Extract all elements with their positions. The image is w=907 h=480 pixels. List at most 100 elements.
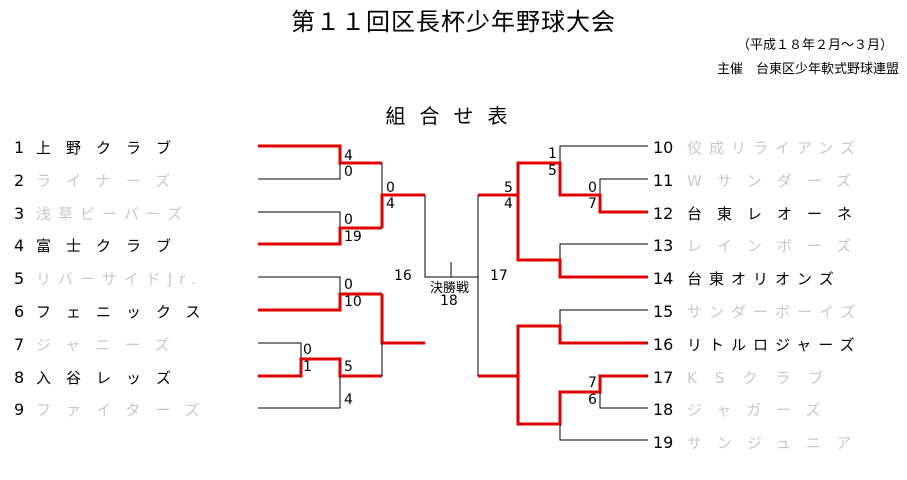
team-number: 12 (653, 204, 674, 223)
tournament-period: （平成１８年２月～３月） (736, 38, 893, 53)
team-name: 台東レオーネ (687, 205, 868, 223)
team-name: レインボーズ (687, 237, 867, 255)
team-name: リトルロジャーズ (687, 336, 862, 354)
line-left-final (424, 195, 478, 278)
line-13 (559, 243, 648, 260)
score-sfa-bot: 4 (386, 196, 395, 212)
right-team-18: 18 ジャガーズ (653, 399, 836, 420)
line-8-to-m78 (258, 357, 382, 378)
team-name: ジャニーズ (36, 336, 185, 354)
team-name: 浅草ビーバーズ (36, 205, 190, 223)
right-team-17: 17 KSクラブ (653, 367, 841, 388)
team-number: 11 (653, 171, 674, 190)
team-name: Wサンダーズ (687, 172, 867, 190)
line-12 (478, 161, 648, 214)
score-17v18-top: 7 (588, 375, 597, 391)
score-1v2-top: 4 (344, 148, 353, 164)
score-3v4-bot: 19 (344, 229, 362, 245)
line-5-to-m56 (258, 276, 341, 294)
team-number: 14 (653, 269, 674, 288)
final-label: 決勝戦 (430, 281, 470, 296)
score-right-final: 17 (490, 268, 508, 284)
line-2-to-m12 (258, 163, 341, 180)
line-6-to-m56 (258, 292, 382, 312)
score-7v8-top: 0 (303, 342, 312, 358)
team-number: 8 (14, 368, 25, 387)
line-15 (559, 309, 648, 326)
left-team-8: 8 入谷レッズ (14, 367, 186, 388)
team-number: 10 (653, 138, 674, 157)
right-bracket-lines (477, 145, 648, 441)
right-team-13: 13 レインボーズ (653, 235, 866, 256)
left-team-7: 7 ジャニーズ (14, 334, 185, 355)
team-number: 19 (653, 433, 674, 452)
line-3-to-m34 (258, 211, 341, 228)
score-left-final: 16 (394, 268, 412, 284)
line-16 (478, 324, 648, 378)
line-1-to-m12 (258, 144, 382, 165)
team-name: KSクラブ (687, 369, 842, 387)
left-team-2: 2 ライナーズ (14, 170, 185, 191)
team-name: ライナーズ (36, 172, 185, 190)
left-team-3: 3 浅草ビーバーズ (14, 203, 189, 224)
score-5v6-top: 0 (344, 277, 353, 293)
team-name: ジャガーズ (687, 401, 836, 419)
right-team-15: 15 サンダーボーイズ (653, 301, 863, 322)
page-title: 第１１回区長杯少年野球大会 (291, 8, 616, 36)
team-number: 5 (14, 269, 25, 288)
score-sfr-bot: 4 (504, 196, 513, 212)
organizer: 主催 台東区少年軟式野球連盟 (716, 62, 899, 77)
team-number: 9 (14, 400, 25, 419)
team-number: 15 (653, 302, 674, 321)
bracket-subtitle: 組合せ表 (385, 104, 522, 128)
team-name: フェニックス (36, 303, 216, 321)
score-10-bot: 5 (548, 163, 557, 179)
line-9-to-m89 (258, 376, 341, 409)
team-name: 台東オリオンズ (687, 270, 841, 288)
team-number: 13 (653, 236, 674, 255)
team-number: 18 (653, 400, 674, 419)
line-19 (559, 424, 648, 441)
score-sfa-top: 0 (386, 180, 395, 196)
score-8v9-top: 5 (344, 359, 353, 375)
left-team-5: 5 リバーサイドJr. (14, 268, 203, 289)
team-name: サンダーボーイズ (687, 303, 863, 321)
left-team-1: 1 上野クラブ (14, 137, 186, 158)
line-17 (516, 374, 648, 426)
score-1v2-bot: 0 (344, 164, 353, 180)
line-14 (516, 195, 648, 279)
line-m56-to-sfb (380, 294, 425, 345)
team-name: 上野クラブ (36, 139, 187, 157)
team-number: 1 (14, 138, 25, 157)
team-name: 入谷レッズ (36, 369, 187, 387)
line-18 (599, 392, 648, 409)
score-5v6-bot: 10 (344, 294, 362, 310)
line-7-to-m78 (258, 342, 302, 359)
score-8v9-bot: 4 (344, 392, 353, 408)
team-name: リバーサイドJr. (36, 270, 203, 288)
score-10-top: 1 (548, 146, 557, 162)
score-11v12-top: 0 (588, 180, 597, 196)
right-team-11: 11 Wサンダーズ (653, 170, 866, 191)
team-number: 7 (14, 335, 25, 354)
right-team-12: 12 台東レオーネ (653, 203, 867, 224)
line-11 (599, 178, 648, 195)
score-7v8-bot: 1 (303, 359, 312, 375)
score-3v4-top: 0 (344, 212, 353, 228)
team-number: 3 (14, 204, 25, 223)
line-4-to-m34 (258, 226, 382, 246)
final-number: 18 (440, 293, 458, 309)
right-team-14: 14 台東オリオンズ (653, 268, 841, 289)
team-name: 富士クラブ (36, 237, 187, 255)
line-m34-to-sfa (380, 193, 425, 228)
left-bracket-lines (258, 144, 478, 409)
team-number: 17 (653, 368, 674, 387)
team-number: 2 (14, 171, 25, 190)
